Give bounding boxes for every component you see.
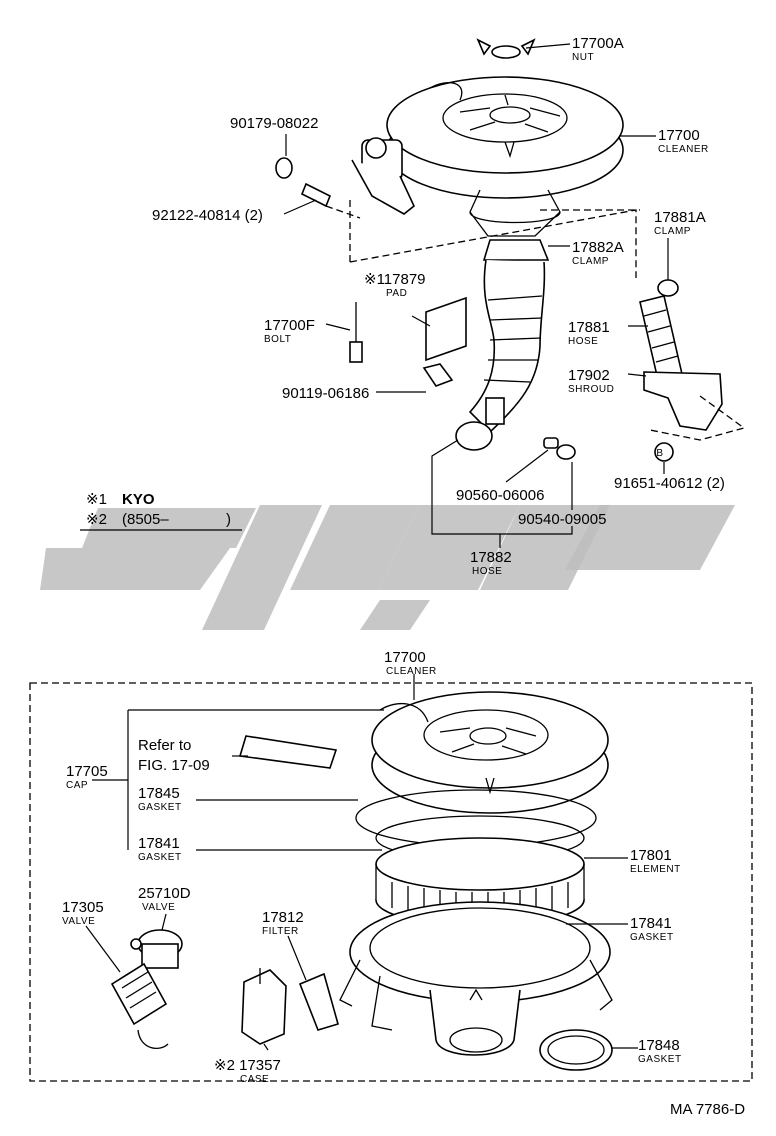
part-name: VALVE xyxy=(62,916,95,927)
hose-17882-drawing xyxy=(455,239,550,451)
screw-drawing xyxy=(422,363,454,387)
shroud-drawing xyxy=(643,371,723,431)
part-name: HOSE xyxy=(568,336,598,347)
part-number: 90119-06186 xyxy=(282,385,369,402)
part-number: ※2 17357 xyxy=(214,1057,281,1074)
part-number: 90540-09005 xyxy=(518,511,606,528)
part-name: VALVE xyxy=(142,902,175,913)
leader-lines-upper xyxy=(283,43,669,548)
part-number: 17841 xyxy=(630,915,672,932)
part-name: FILTER xyxy=(262,926,299,937)
part-number: 17845 xyxy=(138,785,180,802)
bolt-drawing xyxy=(349,302,363,363)
part-number: 91651-40612 (2) xyxy=(614,475,725,492)
part-number: 17882 xyxy=(470,549,512,566)
case-drawing xyxy=(241,968,287,1045)
gasket-17848-drawing xyxy=(539,1029,613,1071)
leader-lines-lower xyxy=(85,674,638,1051)
cap-90540-drawing xyxy=(556,444,576,460)
valves-drawing xyxy=(110,929,183,1050)
part-number: 90560-06006 xyxy=(456,487,544,504)
circle-letter-b: B xyxy=(656,448,663,459)
wing-nut-drawing xyxy=(476,38,536,59)
part-number: 17902 xyxy=(568,367,610,384)
figure-code: MA 7786-D xyxy=(670,1101,745,1118)
note-2-text: (8505– xyxy=(122,511,169,528)
base-drawing xyxy=(339,901,613,1056)
part-name: CLAMP xyxy=(572,256,609,267)
part-number: 17882A xyxy=(572,239,624,256)
part-name: GASKET xyxy=(138,802,182,813)
note-2-mark: ※2 xyxy=(86,511,107,528)
part-name: PAD xyxy=(386,288,407,299)
intake-insert-drawing xyxy=(238,735,338,769)
part-name: GASKET xyxy=(630,932,674,943)
part-name: SHROUD xyxy=(568,384,614,395)
cap-90560-drawing xyxy=(543,437,559,449)
part-number: ※117879 xyxy=(364,271,426,288)
part-number: 17700 xyxy=(384,649,426,666)
part-name: NUT xyxy=(572,52,594,63)
cap-drawing xyxy=(371,691,609,814)
part-number: 92122-40814 (2) xyxy=(152,207,263,224)
clip-b xyxy=(654,442,674,462)
part-name: GASKET xyxy=(638,1054,682,1065)
refer-text-line1: Refer to xyxy=(138,737,191,754)
part-number: 17801 xyxy=(630,847,672,864)
labels-lower: 17700 CLEANER 17705 CAP Refer to FIG. 17… xyxy=(62,649,682,1085)
part-number: 17305 xyxy=(62,899,104,916)
part-number: 17700A xyxy=(572,35,624,52)
part-number: 17841 xyxy=(138,835,180,852)
part-number: 17848 xyxy=(638,1037,680,1054)
part-name: BOLT xyxy=(264,334,291,345)
upper-assembly xyxy=(275,38,746,462)
part-name: CAP xyxy=(66,780,88,791)
cleaner-housing-drawing xyxy=(386,76,624,237)
part-name: GASKET xyxy=(138,852,182,863)
part-name: CLEANER xyxy=(658,144,709,155)
part-name: CLEANER xyxy=(386,666,437,677)
part-name: HOSE xyxy=(472,566,502,577)
side-valve-drawing xyxy=(275,137,415,215)
note-1-text: KYO xyxy=(122,491,155,508)
part-number: 17700F xyxy=(264,317,315,334)
part-name: CLAMP xyxy=(654,226,691,237)
part-number: 17700 xyxy=(658,127,700,144)
part-number: 25710D xyxy=(138,885,191,902)
labels-upper: 17700A NUT 17700 CLEANER 90179-08022 921… xyxy=(152,35,725,577)
watermark xyxy=(40,505,735,630)
note-2-close: ) xyxy=(226,511,231,528)
part-name: CASE xyxy=(240,1074,269,1085)
filter-drawing xyxy=(298,972,339,1031)
part-number: 17881A xyxy=(654,209,706,226)
refer-text-line2: FIG. 17-09 xyxy=(138,757,210,774)
note-1-mark: ※1 xyxy=(86,491,107,508)
part-number: 17881 xyxy=(568,319,610,336)
part-number: 90179-08022 xyxy=(230,115,318,132)
pad-drawing xyxy=(425,296,467,362)
hose-17881-drawing xyxy=(639,279,683,381)
part-number: 17705 xyxy=(66,763,108,780)
lower-assembly xyxy=(29,682,753,1082)
part-name: ELEMENT xyxy=(630,864,681,875)
part-number: 17812 xyxy=(262,909,304,926)
notes: ※1 KYO ※2 (8505– ) xyxy=(80,491,242,531)
